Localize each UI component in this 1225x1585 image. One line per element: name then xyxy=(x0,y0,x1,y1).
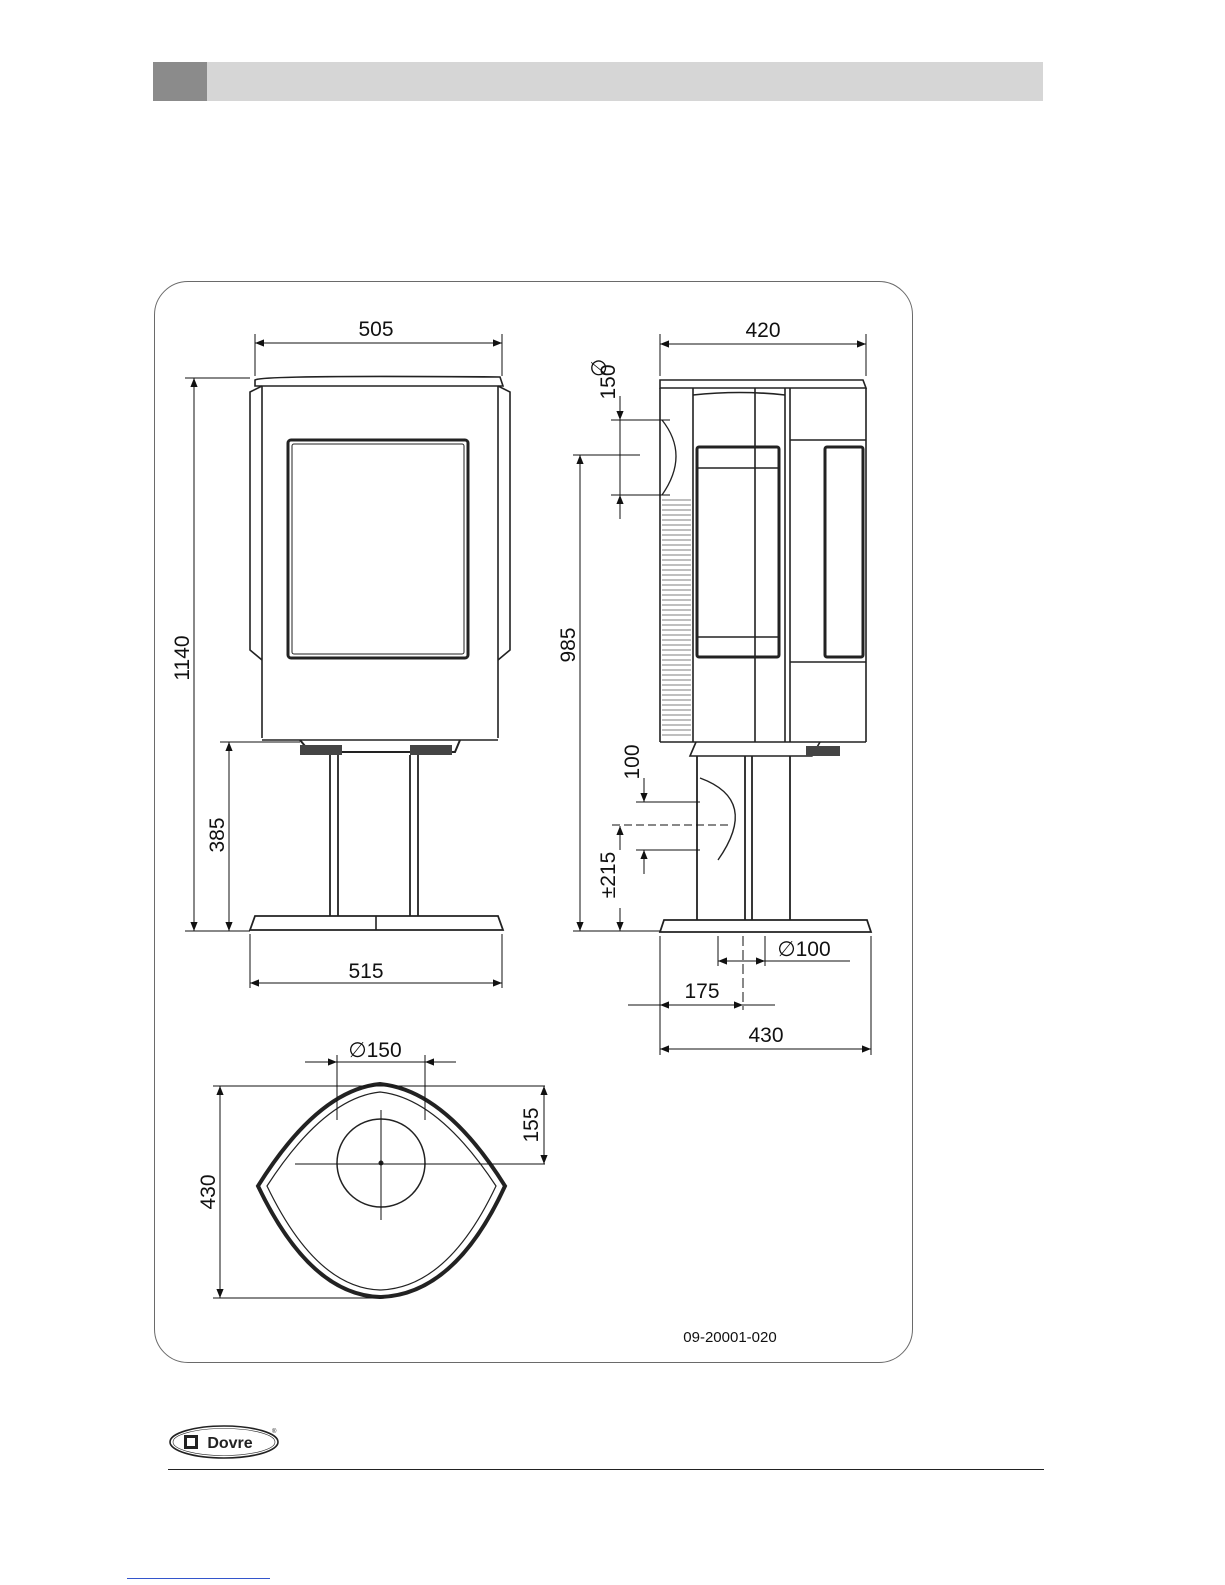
top-flue-offset-label: 155 xyxy=(520,1107,543,1142)
drawing-reference: 09-20001-020 xyxy=(683,1329,776,1346)
front-dimensions xyxy=(185,334,502,988)
side-hatching xyxy=(662,500,691,735)
front-view xyxy=(250,376,510,930)
top-flue-label: ∅150 xyxy=(348,1039,401,1062)
dovre-logo: Dovre ® xyxy=(168,1424,284,1460)
front-width-top-label: 505 xyxy=(358,318,393,341)
logo-registered-mark: ® xyxy=(272,1428,277,1435)
front-width-base-label: 515 xyxy=(348,960,383,983)
side-width-top-label: 420 xyxy=(745,319,780,342)
logo-text: Dovre xyxy=(207,1435,252,1452)
footer-rule xyxy=(168,1469,1044,1470)
side-height-rear-outlet-label: ±215 xyxy=(597,852,620,899)
side-flue-diameter-symbol: ∅ xyxy=(588,359,611,377)
side-view xyxy=(660,380,871,932)
side-air-inlet-label: ∅100 xyxy=(777,938,830,961)
footer-link-underline[interactable] xyxy=(127,1578,270,1579)
top-depth-label: 430 xyxy=(197,1174,220,1209)
front-height-total-label: 1140 xyxy=(171,635,194,680)
side-flue-rear-label: 100 xyxy=(621,744,644,779)
side-width-base-label: 430 xyxy=(748,1024,783,1047)
front-pedestal-height-label: 385 xyxy=(206,817,229,852)
side-inlet-offset-label: 175 xyxy=(684,980,719,1003)
side-height-top-outlet-label: 985 xyxy=(557,627,580,662)
